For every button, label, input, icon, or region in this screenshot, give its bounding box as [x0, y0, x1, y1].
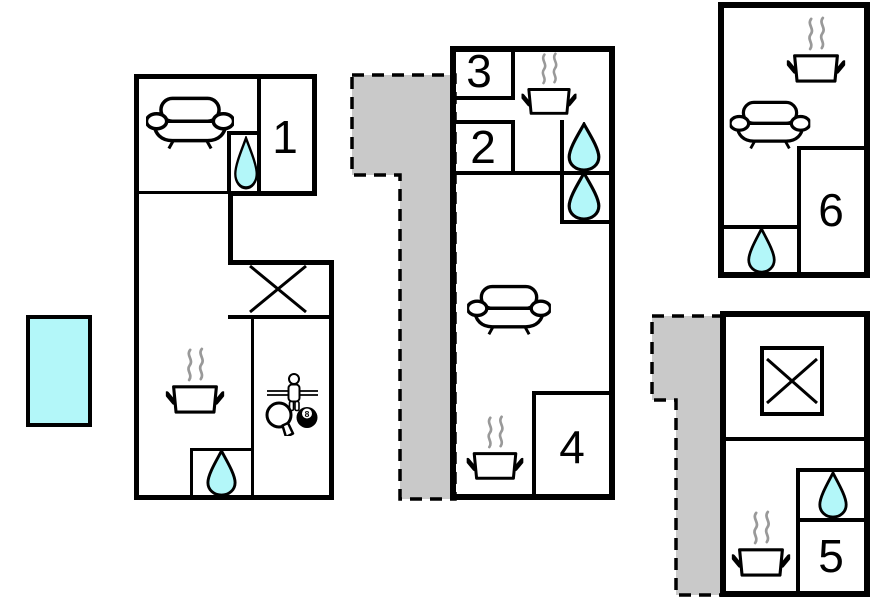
kitchen-pot-icon — [786, 15, 846, 85]
kitchen-pot-icon — [520, 51, 578, 117]
wall-segment — [456, 171, 609, 175]
wall-segment — [227, 131, 231, 194]
water-drop-icon — [746, 227, 777, 274]
wall-segment — [560, 220, 609, 224]
wall-segment — [797, 146, 801, 272]
sofa-icon — [146, 95, 234, 151]
kitchen-pot-icon — [465, 414, 525, 482]
water-drop-icon — [566, 122, 602, 172]
wall-segment — [227, 131, 260, 135]
wall-segment — [136, 191, 229, 194]
wall-segment — [724, 225, 797, 229]
water-drop-icon — [817, 471, 849, 519]
wall-segment — [726, 437, 864, 441]
wall-segment — [718, 2, 870, 8]
wall-segment — [450, 46, 456, 500]
wall-segment — [329, 260, 334, 500]
wall-segment — [532, 391, 609, 395]
room-label-1: 1 — [272, 111, 298, 163]
wall-segment — [228, 315, 334, 319]
wall-segment — [796, 468, 800, 591]
wall-segment — [864, 311, 870, 597]
kitchen-pot-icon — [165, 346, 225, 416]
wall-segment — [797, 146, 864, 150]
wall-segment — [720, 311, 870, 317]
wall-segment — [796, 468, 864, 472]
wall-segment — [718, 2, 724, 278]
wall-segment — [251, 315, 254, 498]
water-drop-icon — [205, 449, 238, 497]
game-room-icons — [255, 368, 323, 436]
sofa-icon — [729, 100, 811, 150]
wall-segment — [609, 46, 615, 500]
wall-segment — [228, 260, 334, 265]
room-label-3: 3 — [466, 45, 492, 97]
wall-segment — [718, 272, 870, 278]
wall-segment — [511, 120, 515, 175]
wall-segment — [228, 191, 317, 196]
water-drop-icon — [233, 136, 259, 190]
wall-segment — [532, 391, 536, 494]
wall-segment — [450, 494, 615, 500]
wall-segment — [796, 518, 864, 522]
terrace-unit5 — [650, 314, 724, 597]
wall-segment — [190, 448, 193, 498]
kitchen-pot-icon — [731, 509, 791, 579]
wall-segment — [228, 191, 233, 265]
wall-segment — [864, 2, 870, 278]
water-drop-icon — [566, 171, 602, 221]
wall-segment — [456, 120, 515, 124]
wall-segment — [720, 311, 726, 597]
wall-segment — [560, 120, 564, 224]
wall-segment — [134, 495, 334, 500]
crossed-box-icon — [760, 346, 824, 416]
wall-segment — [450, 46, 615, 52]
wall-segment — [720, 591, 870, 597]
room-label-6: 6 — [818, 184, 844, 236]
wall-segment — [134, 74, 317, 79]
wall-segment — [511, 52, 515, 100]
wall-segment — [134, 74, 139, 500]
wall-segment — [312, 74, 317, 196]
room-label-2: 2 — [470, 121, 496, 173]
room-label-5: 5 — [818, 530, 844, 582]
wall-segment — [456, 96, 515, 100]
swimming-pool — [26, 315, 92, 427]
sofa-icon — [466, 284, 552, 336]
room-label-4: 4 — [559, 421, 585, 473]
terrace-middle — [350, 73, 457, 501]
crossed-box-icon — [249, 264, 307, 314]
